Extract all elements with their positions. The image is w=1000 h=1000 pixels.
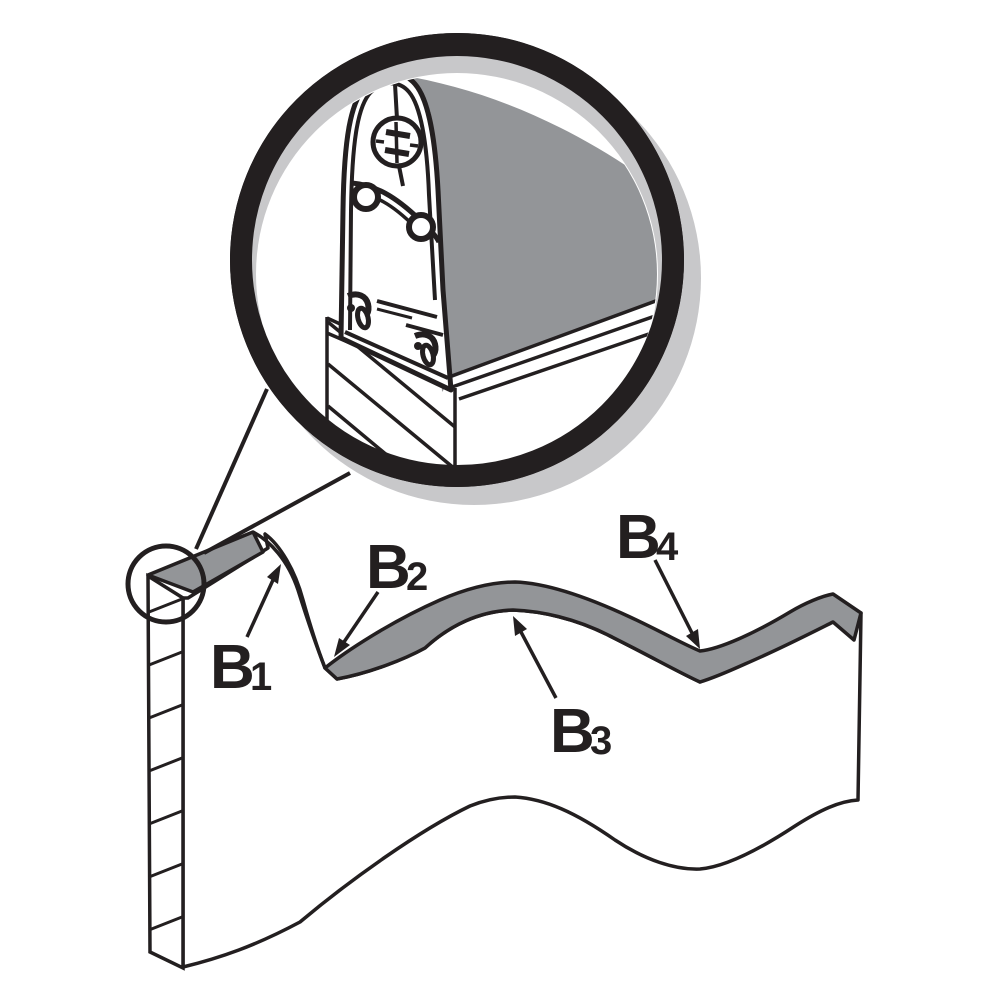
screw-boss	[370, 83, 424, 187]
arrow-b3	[513, 616, 558, 699]
leader-line	[194, 388, 269, 550]
magnifier-inset	[230, 33, 701, 505]
label-b4: B	[616, 503, 661, 572]
rail-cap-band	[323, 580, 863, 684]
profile-base-clips	[344, 291, 449, 380]
label-b2: B	[366, 533, 411, 602]
magnifier-ring	[230, 33, 684, 487]
label-b1: B	[210, 633, 255, 702]
label-b1-sub: 1	[250, 655, 272, 699]
arrow-b4	[653, 559, 700, 649]
label-b3: B	[550, 697, 595, 766]
profile-web	[351, 180, 442, 244]
arrow-b1	[245, 564, 281, 638]
wall-panel	[125, 530, 863, 971]
rail-cap-body	[400, 75, 657, 392]
callout-circle-small	[125, 543, 207, 625]
label-b4-sub: 4	[656, 525, 679, 569]
callout-arrows	[245, 559, 700, 699]
callout-labels: B 1 B 2 B 3 B 4	[210, 503, 679, 766]
leader-line	[203, 471, 351, 555]
magnifier-contents	[325, 74, 657, 474]
wall-top-edge-valley-line	[252, 530, 327, 669]
wall-left-edge-hatching	[146, 572, 185, 971]
label-b2-sub: 2	[406, 555, 428, 599]
label-b3-sub: 3	[590, 719, 612, 763]
leader-lines	[194, 388, 351, 555]
arrow-b2	[334, 591, 380, 657]
